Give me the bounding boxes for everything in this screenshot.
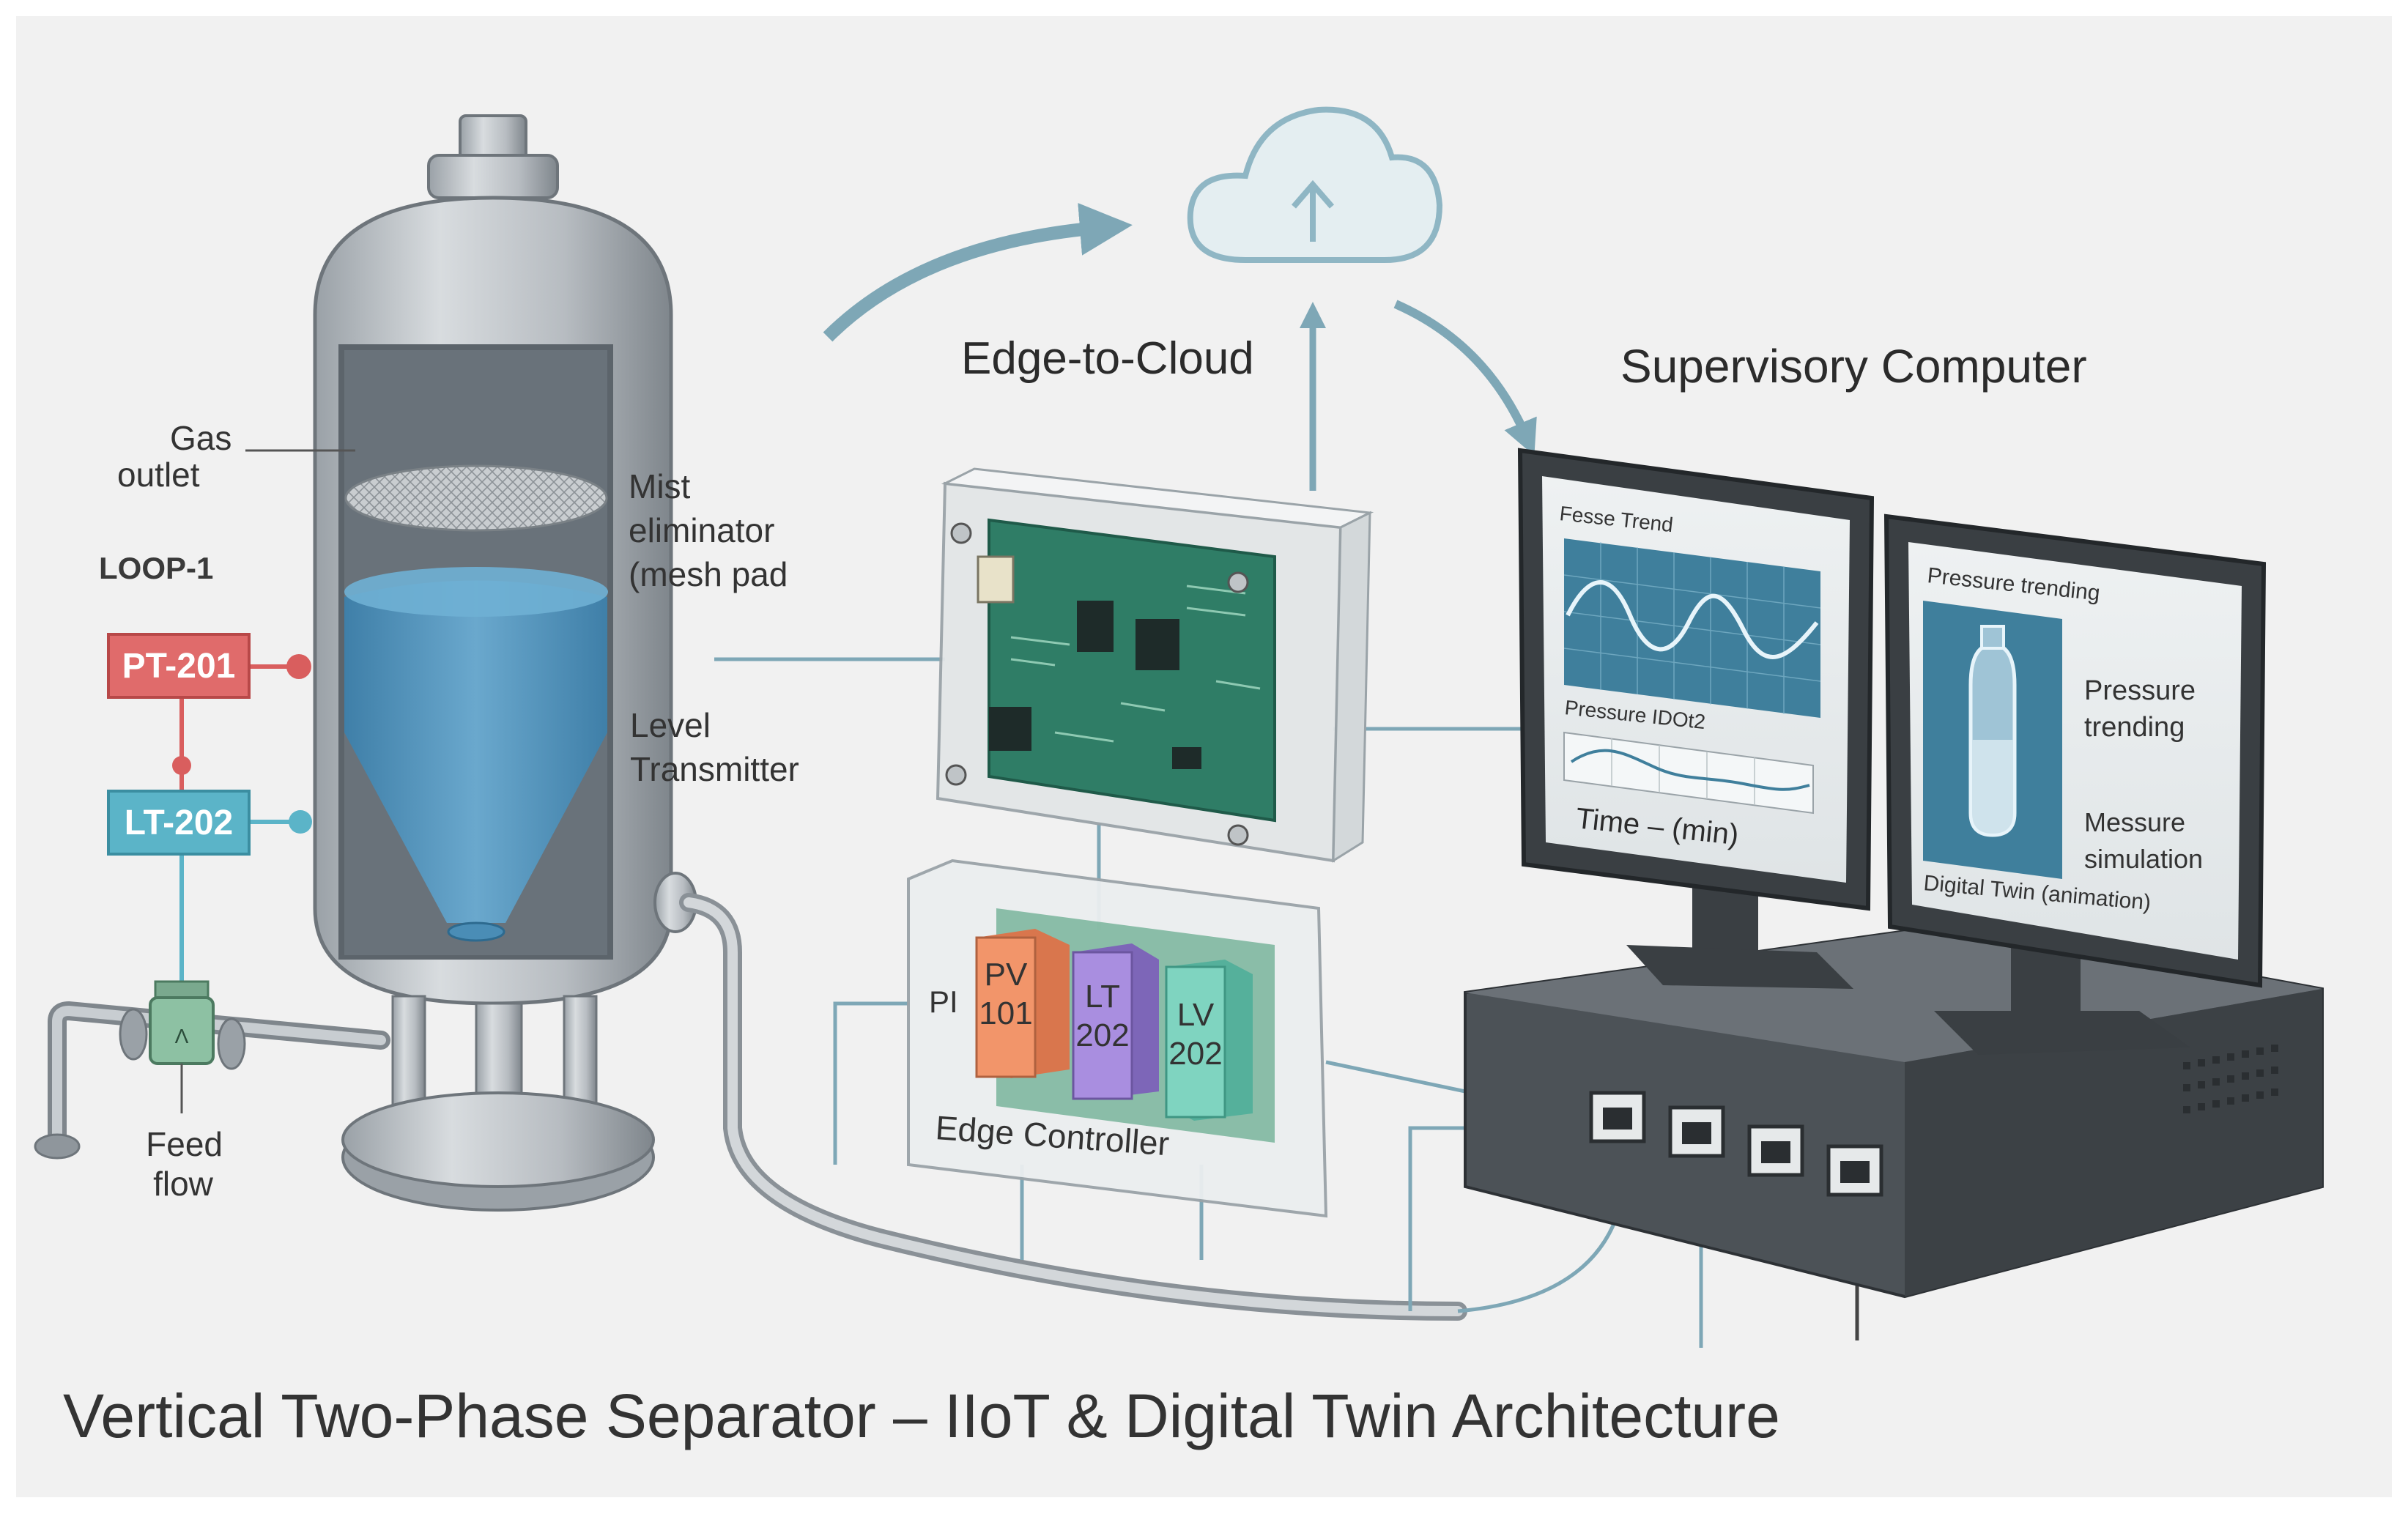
cloud-to-supervisory-arrow [1393, 300, 1537, 456]
cloud-icon [1187, 106, 1443, 263]
edge-to-cloud-label: Edge-to-Cloud [961, 333, 1254, 384]
edge-to-cloud-arrow [823, 202, 1133, 342]
loop-wiring [179, 664, 293, 791]
separator-vessel [313, 114, 697, 1212]
gas-outlet-label: Gas outlet [117, 419, 241, 494]
lt-202-tag[interactable] [107, 790, 251, 856]
svg-text:202: 202 [1168, 1036, 1222, 1072]
io-module-pv-101[interactable]: PV 101 [975, 929, 1070, 1078]
pi-label: PI [929, 984, 958, 1019]
feed-pipe [34, 1001, 390, 1160]
svg-text:PV: PV [985, 957, 1028, 993]
svg-text:Λ: Λ [175, 1025, 189, 1047]
mist-eliminator-label: Mist eliminator (mesh pad [629, 467, 788, 593]
diagram-title: Vertical Two-Phase Separator – IIoT & Di… [63, 1381, 1780, 1450]
ethernet-port[interactable] [1668, 1105, 1725, 1158]
monitor2-side-label-2: Messure simulation [2084, 807, 2203, 874]
feed-flow-label: Feed flow [146, 1125, 232, 1203]
lt-wiring [179, 820, 293, 982]
supervisory-computer-label: Supervisory Computer [1620, 340, 2087, 393]
monitor2-side-label-1: Pressure trending [2084, 675, 2204, 743]
pcb-board [945, 518, 1276, 846]
svg-text:LT: LT [1085, 979, 1120, 1015]
ethernet-port[interactable] [1589, 1091, 1646, 1143]
svg-text:202: 202 [1075, 1017, 1129, 1053]
digital-twin-view [1923, 601, 2062, 879]
loop-junction [172, 756, 191, 775]
trend-chart-panel [1563, 538, 1821, 718]
loop-label: LOOP-1 [99, 551, 213, 585]
svg-text:101: 101 [979, 995, 1032, 1031]
pt-connection-point [286, 654, 311, 679]
lt-connection-point [289, 810, 312, 834]
pt-201-tag-text: PT-201 [122, 647, 236, 686]
lt-202-tag-text: LT-202 [125, 804, 234, 842]
io-module-lt-202[interactable]: LT 202 [1072, 943, 1159, 1100]
feed-valve[interactable]: Λ [119, 980, 246, 1070]
svg-text:LV: LV [1177, 997, 1215, 1033]
mini-trend-chart [1563, 731, 1814, 815]
pt-201-tag[interactable] [107, 633, 251, 699]
ethernet-port[interactable] [1747, 1124, 1804, 1177]
ethernet-port[interactable] [1826, 1144, 1883, 1197]
level-transmitter-label: Level Transmitter [630, 706, 799, 788]
io-module-lv-202[interactable]: LV 202 [1165, 960, 1253, 1121]
liquid-outlet-pipe-highlight [683, 897, 1463, 1316]
